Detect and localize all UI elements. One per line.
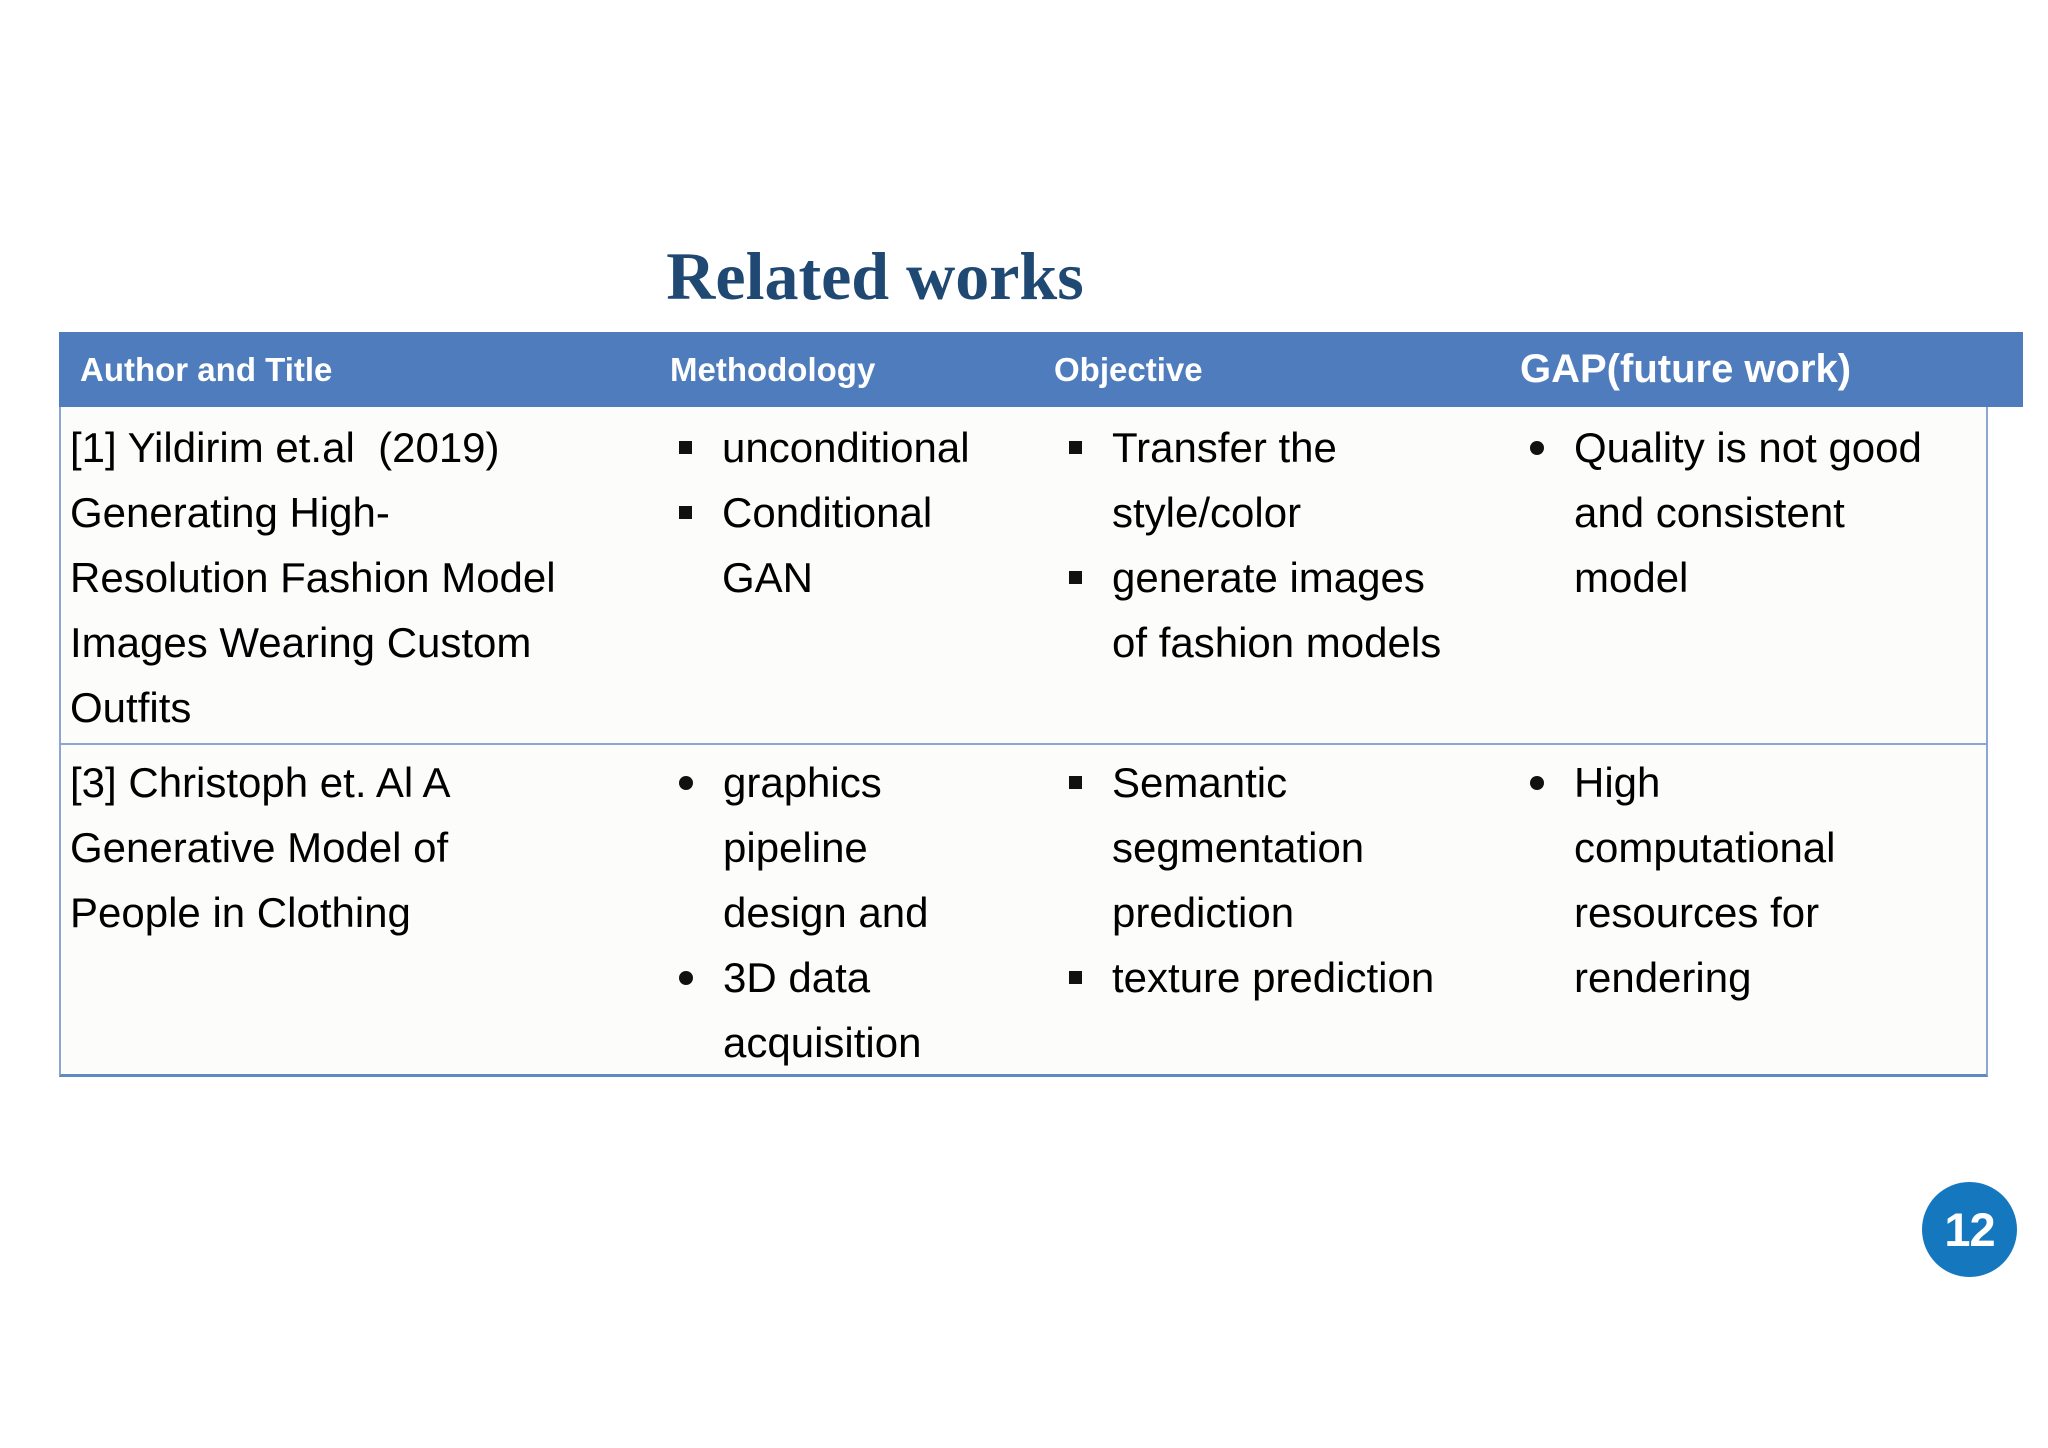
table-header-row: Author and Title Methodology Objective G… [59, 332, 2023, 407]
text-line: acquisition [723, 1019, 922, 1066]
text-line: and consistent [1574, 489, 1845, 536]
bullet-item: texture prediction [1066, 945, 1496, 1010]
text-line: pipeline [723, 824, 868, 871]
bullet-item: graphics pipeline design and [676, 750, 1041, 945]
cell-objective-row1: Transfer the style/color generate images of… [1066, 415, 1496, 675]
text-line: Semantic [1112, 759, 1288, 806]
round-bullet-icon [1530, 776, 1544, 790]
square-bullet-icon [679, 441, 692, 454]
page-number: 12 [1944, 1203, 1995, 1256]
text-line: 3D data [723, 954, 871, 1001]
bullet-item: unconditional [676, 415, 1041, 480]
text-line: [1] Yildirim et.al (2019) [70, 424, 500, 471]
bullet-text: Transfer the style/color [1112, 415, 1337, 545]
bullet-text: Semantic segmentation prediction [1112, 750, 1364, 945]
cell-author-title-row1: [1] Yildirim et.al (2019) Generating High… [70, 415, 630, 740]
round-bullet-icon [679, 971, 693, 985]
column-header-author-and-title: Author and Title [80, 351, 333, 388]
table-row-divider [61, 743, 1986, 745]
bullet-item: High computational resources for rendering [1527, 750, 1972, 1010]
page-title: Related works [666, 238, 1084, 314]
bullet-text: Quality is not good and consistent model [1574, 415, 1922, 610]
text-line: Outfits [70, 684, 192, 731]
bullet-text: generate images of fashion models [1112, 545, 1441, 675]
bullet-text: texture prediction [1112, 945, 1434, 1010]
square-bullet-icon [1069, 971, 1082, 984]
bullet-text: graphics pipeline design and [723, 750, 929, 945]
cell-gap-row2: High computational resources for rendering [1527, 750, 1972, 1010]
cell-author-title-row2: [3] Christoph et. Al A Generative Model o… [70, 750, 630, 945]
text-line: Quality is not good [1574, 424, 1922, 471]
text-line: Generative Model of [70, 824, 449, 871]
text-line: computational [1574, 824, 1836, 871]
column-header-methodology: Methodology [670, 351, 876, 388]
text-line: texture prediction [1112, 954, 1435, 1001]
bullet-text: High computational resources for rendering [1574, 750, 1836, 1010]
square-bullet-icon [1069, 571, 1082, 584]
bullet-text: 3D data acquisition [723, 945, 921, 1075]
bullet-item: 3D data acquisition [676, 945, 1041, 1075]
text-line: unconditional [722, 424, 970, 471]
text-line: of fashion models [1112, 619, 1442, 666]
text-line: model [1574, 554, 1689, 601]
text-line: GAN [722, 554, 814, 601]
text-line: graphics [723, 759, 882, 806]
cell-objective-row2: Semantic segmentation prediction texture pr… [1066, 750, 1496, 1010]
bullet-item: Semantic segmentation prediction [1066, 750, 1496, 945]
text-line: resources for [1574, 889, 1820, 936]
text-line: Conditional [722, 489, 933, 536]
text-line: generate images [1112, 554, 1425, 601]
cell-methodology-row2: graphics pipeline design and 3D data acquisi… [676, 750, 1041, 1075]
text-line: Generating High- [70, 489, 390, 536]
page-number-badge: 12 [1922, 1182, 2017, 1277]
round-bullet-icon [1530, 441, 1544, 455]
text-line: [3] Christoph et. Al A [70, 759, 451, 806]
text-line: design and [723, 889, 929, 936]
column-header-objective: Objective [1054, 351, 1203, 388]
text-line: High [1574, 759, 1661, 806]
text-line: Images Wearing Custom [70, 619, 532, 666]
text-line: segmentation [1112, 824, 1365, 871]
bullet-item: Transfer the style/color [1066, 415, 1496, 545]
text-line: People in Clothing [70, 889, 411, 936]
bullet-item: generate images of fashion models [1066, 545, 1496, 675]
related-works-table: [1] Yildirim et.al (2019) Generating High… [59, 407, 1988, 1077]
text-line: Resolution Fashion Model [70, 554, 556, 601]
bullet-text: unconditional [722, 415, 970, 480]
text-line: rendering [1574, 954, 1752, 1001]
square-bullet-icon [1069, 441, 1082, 454]
cell-gap-row1: Quality is not good and consistent model [1527, 415, 1972, 610]
text-line: Transfer the [1112, 424, 1337, 471]
text-line: style/color [1112, 489, 1302, 536]
square-bullet-icon [679, 506, 692, 519]
round-bullet-icon [679, 776, 693, 790]
text-line: prediction [1112, 889, 1295, 936]
square-bullet-icon [1069, 776, 1082, 789]
column-header-gap-future-work: GAP(future work) [1520, 347, 1852, 391]
bullet-item: Quality is not good and consistent model [1527, 415, 1972, 610]
